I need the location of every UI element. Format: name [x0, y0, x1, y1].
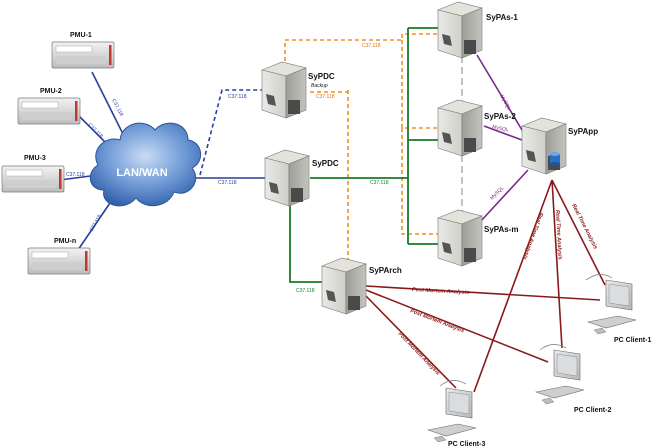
lan-wan-cloud: LAN/WAN	[89, 122, 201, 207]
pc-client-2-computer	[534, 349, 585, 405]
pc-client-1-computer	[586, 279, 637, 335]
c37-label-pmu3: C37.118	[66, 172, 85, 178]
green-links	[289, 27, 440, 283]
link-cloud-backup	[199, 89, 262, 176]
pmu-3-device	[1, 165, 65, 193]
analysis-links	[365, 179, 606, 393]
syparch-label: SyPArch	[369, 266, 402, 275]
real-time-label-3: Real Time Analysis	[521, 211, 544, 260]
mysql-label-m: MySQL	[489, 185, 505, 201]
pmu-n-label: PMU-n	[54, 238, 76, 245]
pc-client-3-label: PC Client-3	[448, 441, 485, 448]
client-rotate-arrows	[439, 274, 613, 387]
sypdc-server	[264, 149, 310, 207]
sypas-m-server	[437, 209, 483, 267]
c37-label-green-mid: C37.118	[370, 180, 389, 186]
c37-label-orange-top: C37.118	[362, 43, 381, 49]
real-time-label-2: Real Time Analysis	[554, 210, 563, 260]
c37-label-backup: C37.118	[228, 94, 247, 100]
post-mortem-label-2: Post Mortem Analysis	[409, 308, 465, 334]
c37-label-green-arch: C37.118	[296, 288, 315, 294]
sypas-m-label: SyPAs-m	[484, 225, 519, 234]
mysql-link-labels: MySQL MySQL MySQL	[489, 94, 512, 201]
pmu-2-label: PMU-2	[40, 88, 62, 95]
backup-note: Backup	[311, 83, 328, 89]
pc-client-1-label: PC Client-1	[614, 337, 651, 344]
sypdc-backup-label: SyPDC	[308, 72, 335, 81]
network-label: LAN/WAN	[116, 167, 167, 179]
c37-label-orange-backup: C37.118	[316, 94, 335, 100]
sypas-2-server	[437, 99, 483, 157]
mysql-links	[476, 54, 529, 223]
sypapp-server	[521, 117, 567, 175]
post-mortem-label-3: Post Mortem Analysis	[397, 331, 441, 376]
c37-label-pmu2: C37.118	[87, 122, 105, 140]
pmu-1-label: PMU-1	[70, 32, 92, 39]
c37-green-labels: C37.118 C37.118	[296, 180, 389, 294]
sypas-1-server	[437, 1, 483, 59]
database-icon	[550, 152, 560, 166]
pmu-n-device	[27, 247, 91, 275]
link-pmun-cloud	[77, 199, 113, 251]
pc-client-2-label: PC Client-2	[574, 407, 611, 414]
c37-label-pmu1: C37.118	[110, 98, 124, 117]
sypas-1-label: SyPAs-1	[486, 13, 518, 22]
pmu-2-device	[17, 97, 81, 125]
c37-label-cloud-sypdc: C37.118	[218, 180, 237, 186]
syparch-server	[321, 257, 367, 315]
post-mortem-label-1: Post Mortem Analysis	[412, 287, 470, 296]
sypdc-backup-server	[261, 61, 307, 119]
pmu-3-label: PMU-3	[24, 155, 46, 162]
sypas-2-label: SyPAs-2	[484, 112, 516, 121]
pc-client-3-computer	[426, 387, 477, 443]
backup-links	[284, 33, 438, 270]
sypdc-label: SyPDC	[312, 159, 339, 168]
c37-orange-labels: C37.118 C37.118	[316, 43, 381, 100]
c37-label-pmun: C37.118	[89, 214, 104, 233]
pmu-1-device	[51, 41, 115, 69]
mysql-label-2: MySQL	[492, 124, 510, 133]
sypapp-label: SyPApp	[568, 127, 598, 136]
mysql-label-1: MySQL	[498, 94, 512, 112]
